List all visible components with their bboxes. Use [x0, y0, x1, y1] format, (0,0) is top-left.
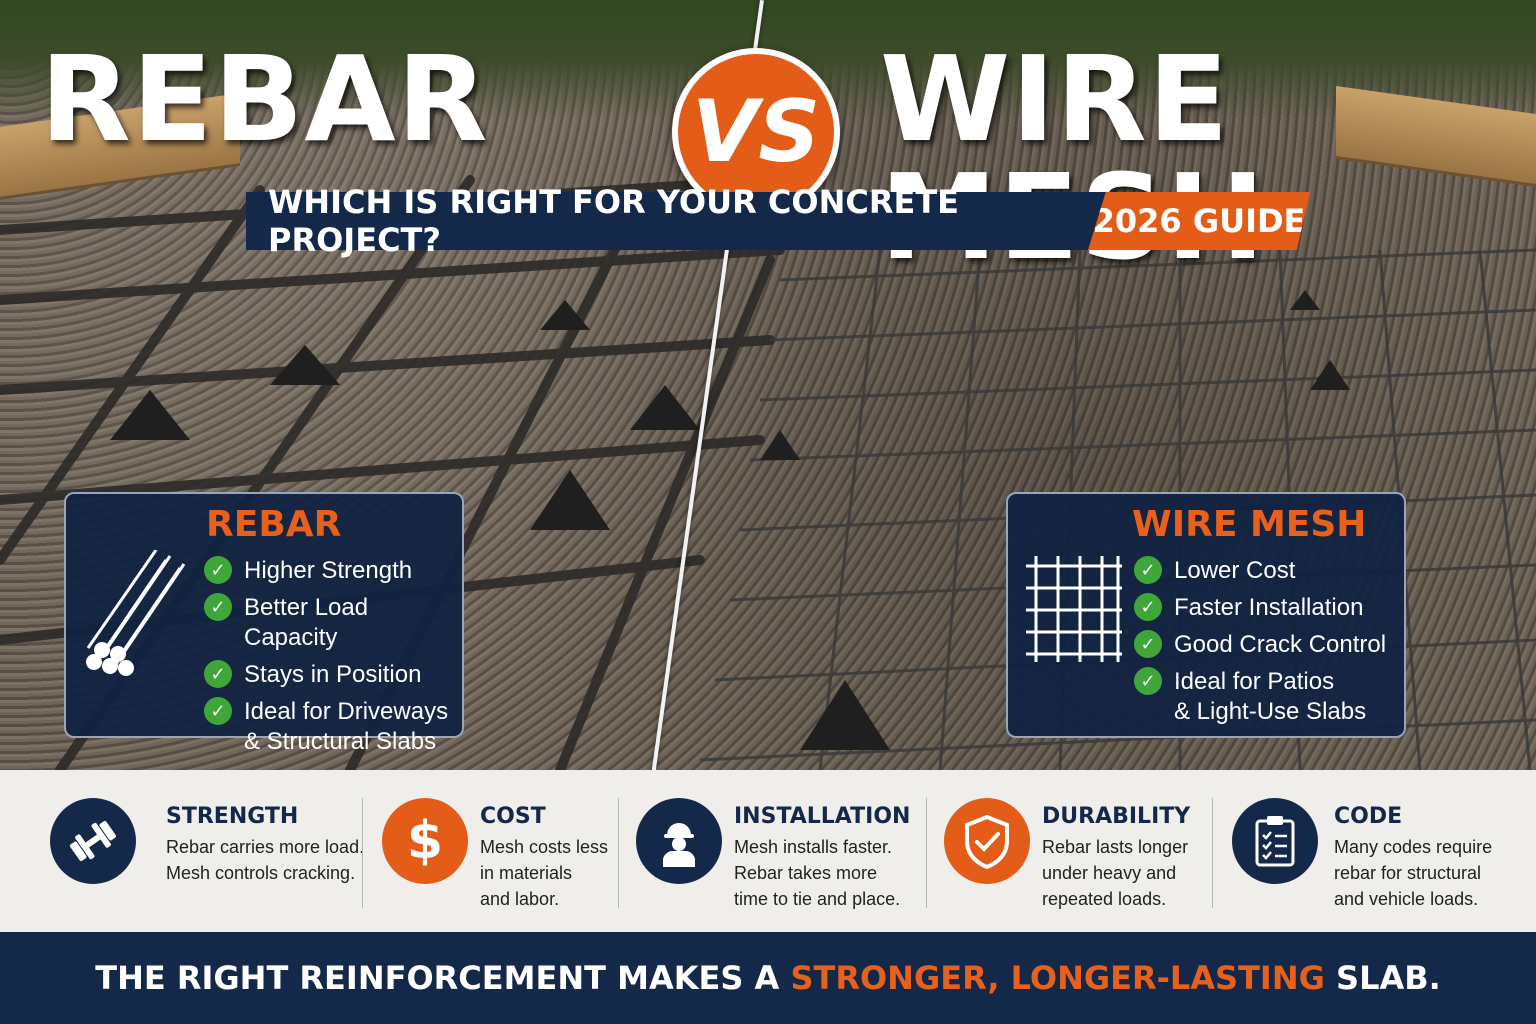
list-item: ✓ Ideal for Driveways & Structural Slabs: [204, 697, 462, 757]
rebar-panel-title: REBAR: [206, 504, 342, 545]
check-icon: ✓: [1134, 630, 1162, 658]
check-icon: ✓: [204, 556, 232, 584]
wire-grid-icon: [1026, 556, 1122, 667]
rebar-chairs: [110, 300, 700, 530]
check-icon: ✓: [1134, 556, 1162, 584]
list-item: ✓ Lower Cost: [1134, 556, 1386, 586]
list-item: ✓ Ideal for Patios & Light-Use Slabs: [1134, 667, 1386, 727]
list-item: ✓ Better Load Capacity: [204, 593, 462, 653]
dumbbell-icon: [50, 798, 136, 884]
stat-title: DURABILITY: [1042, 804, 1191, 829]
stat-title: STRENGTH: [166, 804, 299, 829]
mesh-chairs: [760, 290, 1350, 750]
stat-description: Mesh installs faster. Rebar takes more t…: [734, 837, 901, 909]
check-icon: ✓: [204, 593, 232, 621]
check-icon: ✓: [204, 697, 232, 725]
rebar-bundle-icon: [80, 549, 190, 685]
rebar-panel: REBAR ✓ Higher Strength ✓: [64, 492, 464, 755]
comparison-strip: STRENGTH Rebar carries more load. Mesh c…: [0, 770, 1536, 932]
dollar-icon: $: [382, 798, 468, 884]
rebar-feature-list: ✓ Higher Strength ✓ Better Load Capacity…: [204, 556, 462, 764]
divider: [618, 798, 619, 908]
stat-title: INSTALLATION: [734, 804, 911, 829]
wire-mesh-panel: WIRE MESH ✓ Lower Cost ✓ Faster Instal: [1006, 492, 1406, 738]
list-item: ✓ Stays in Position: [204, 660, 462, 690]
divider: [362, 798, 363, 908]
list-item: ✓ Higher Strength: [204, 556, 462, 586]
wire-mesh-feature-list: ✓ Lower Cost ✓ Faster Installation ✓ Goo…: [1134, 556, 1386, 734]
worker-icon: [636, 798, 722, 884]
stat-description: Rebar carries more load. Mesh controls c…: [166, 837, 365, 883]
title-rebar: REBAR: [40, 30, 489, 168]
footer-highlight: STRONGER, LONGER-LASTING: [790, 959, 1325, 997]
stat-title: CODE: [1334, 804, 1403, 829]
guide-year-tag: 2026 GUIDE: [1088, 192, 1310, 250]
divider: [1212, 798, 1213, 908]
footer-text-part2: SLAB.: [1324, 959, 1441, 997]
divider: [926, 798, 927, 908]
title-wire-mesh: WIRE MESH: [880, 30, 1265, 276]
shield-check-icon: [944, 798, 1030, 884]
footer-text-part1: THE RIGHT REINFORCEMENT MAKES A: [95, 959, 791, 997]
check-icon: ✓: [1134, 593, 1162, 621]
vs-badge: VS: [672, 48, 840, 216]
wire-mesh-panel-title: WIRE MESH: [1132, 504, 1367, 545]
clipboard-icon: [1232, 798, 1318, 884]
stat-description: Rebar lasts longer under heavy and repea…: [1042, 837, 1189, 909]
list-item: ✓ Faster Installation: [1134, 593, 1386, 623]
subtitle-text: WHICH IS RIGHT FOR YOUR CONCRETE PROJECT…: [268, 183, 960, 259]
stat-title: COST: [480, 804, 546, 829]
check-icon: ✓: [1134, 667, 1162, 695]
stat-description: Mesh costs less in materials and labor.: [480, 837, 609, 909]
subtitle-banner: WHICH IS RIGHT FOR YOUR CONCRETE PROJECT…: [246, 183, 1106, 259]
stat-description: Many codes require rebar for structural …: [1334, 837, 1493, 909]
footer-tagline: THE RIGHT REINFORCEMENT MAKES A STRONGER…: [0, 932, 1536, 1024]
check-icon: ✓: [204, 660, 232, 688]
list-item: ✓ Good Crack Control: [1134, 630, 1386, 660]
